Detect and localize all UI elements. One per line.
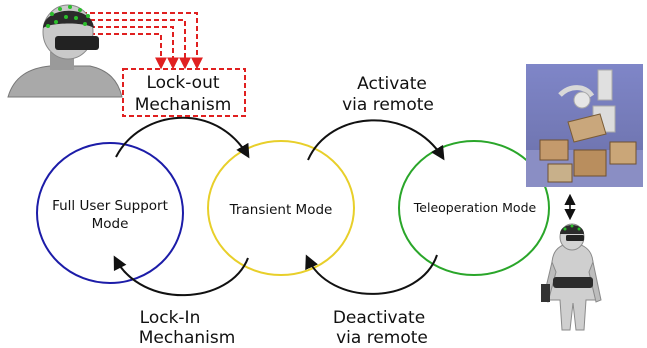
mode-label-transient: Transient Mode	[229, 202, 333, 218]
eeg-headset-user-illustration	[7, 4, 123, 98]
transient-mode-node	[207, 140, 355, 276]
mode-label-full-user-support: Full User Support	[52, 198, 168, 214]
lockin-label-line2: Mechanism	[139, 328, 236, 348]
lockout-label-line1: Lock-out	[146, 73, 219, 93]
activate-arrow	[307, 119, 445, 161]
eeg-signal-lines	[66, 12, 203, 70]
deactivate-arrow	[305, 254, 438, 295]
robot-workspace-image	[526, 64, 643, 187]
mode-label-teleoperation: Teleoperation Mode	[413, 200, 537, 215]
lockin-label-line1: Lock-In	[140, 308, 201, 328]
lock-out-arrow	[115, 116, 250, 159]
activate-label-line2: via remote	[342, 95, 434, 115]
exoskeleton-user-illustration	[541, 223, 602, 331]
full-user-support-mode-node	[36, 142, 184, 284]
deactivate-label-line2: via remote	[336, 328, 428, 348]
lockout-label-line2: Mechanism	[135, 95, 232, 115]
deactivate-label-line1: Deactivate	[333, 308, 425, 328]
teleoperation-mode-node	[398, 140, 550, 276]
lock-in-arrow	[113, 255, 249, 297]
mode-label-full-user-support-line2: Mode	[92, 216, 129, 232]
activate-label-line1: Activate	[357, 74, 427, 94]
